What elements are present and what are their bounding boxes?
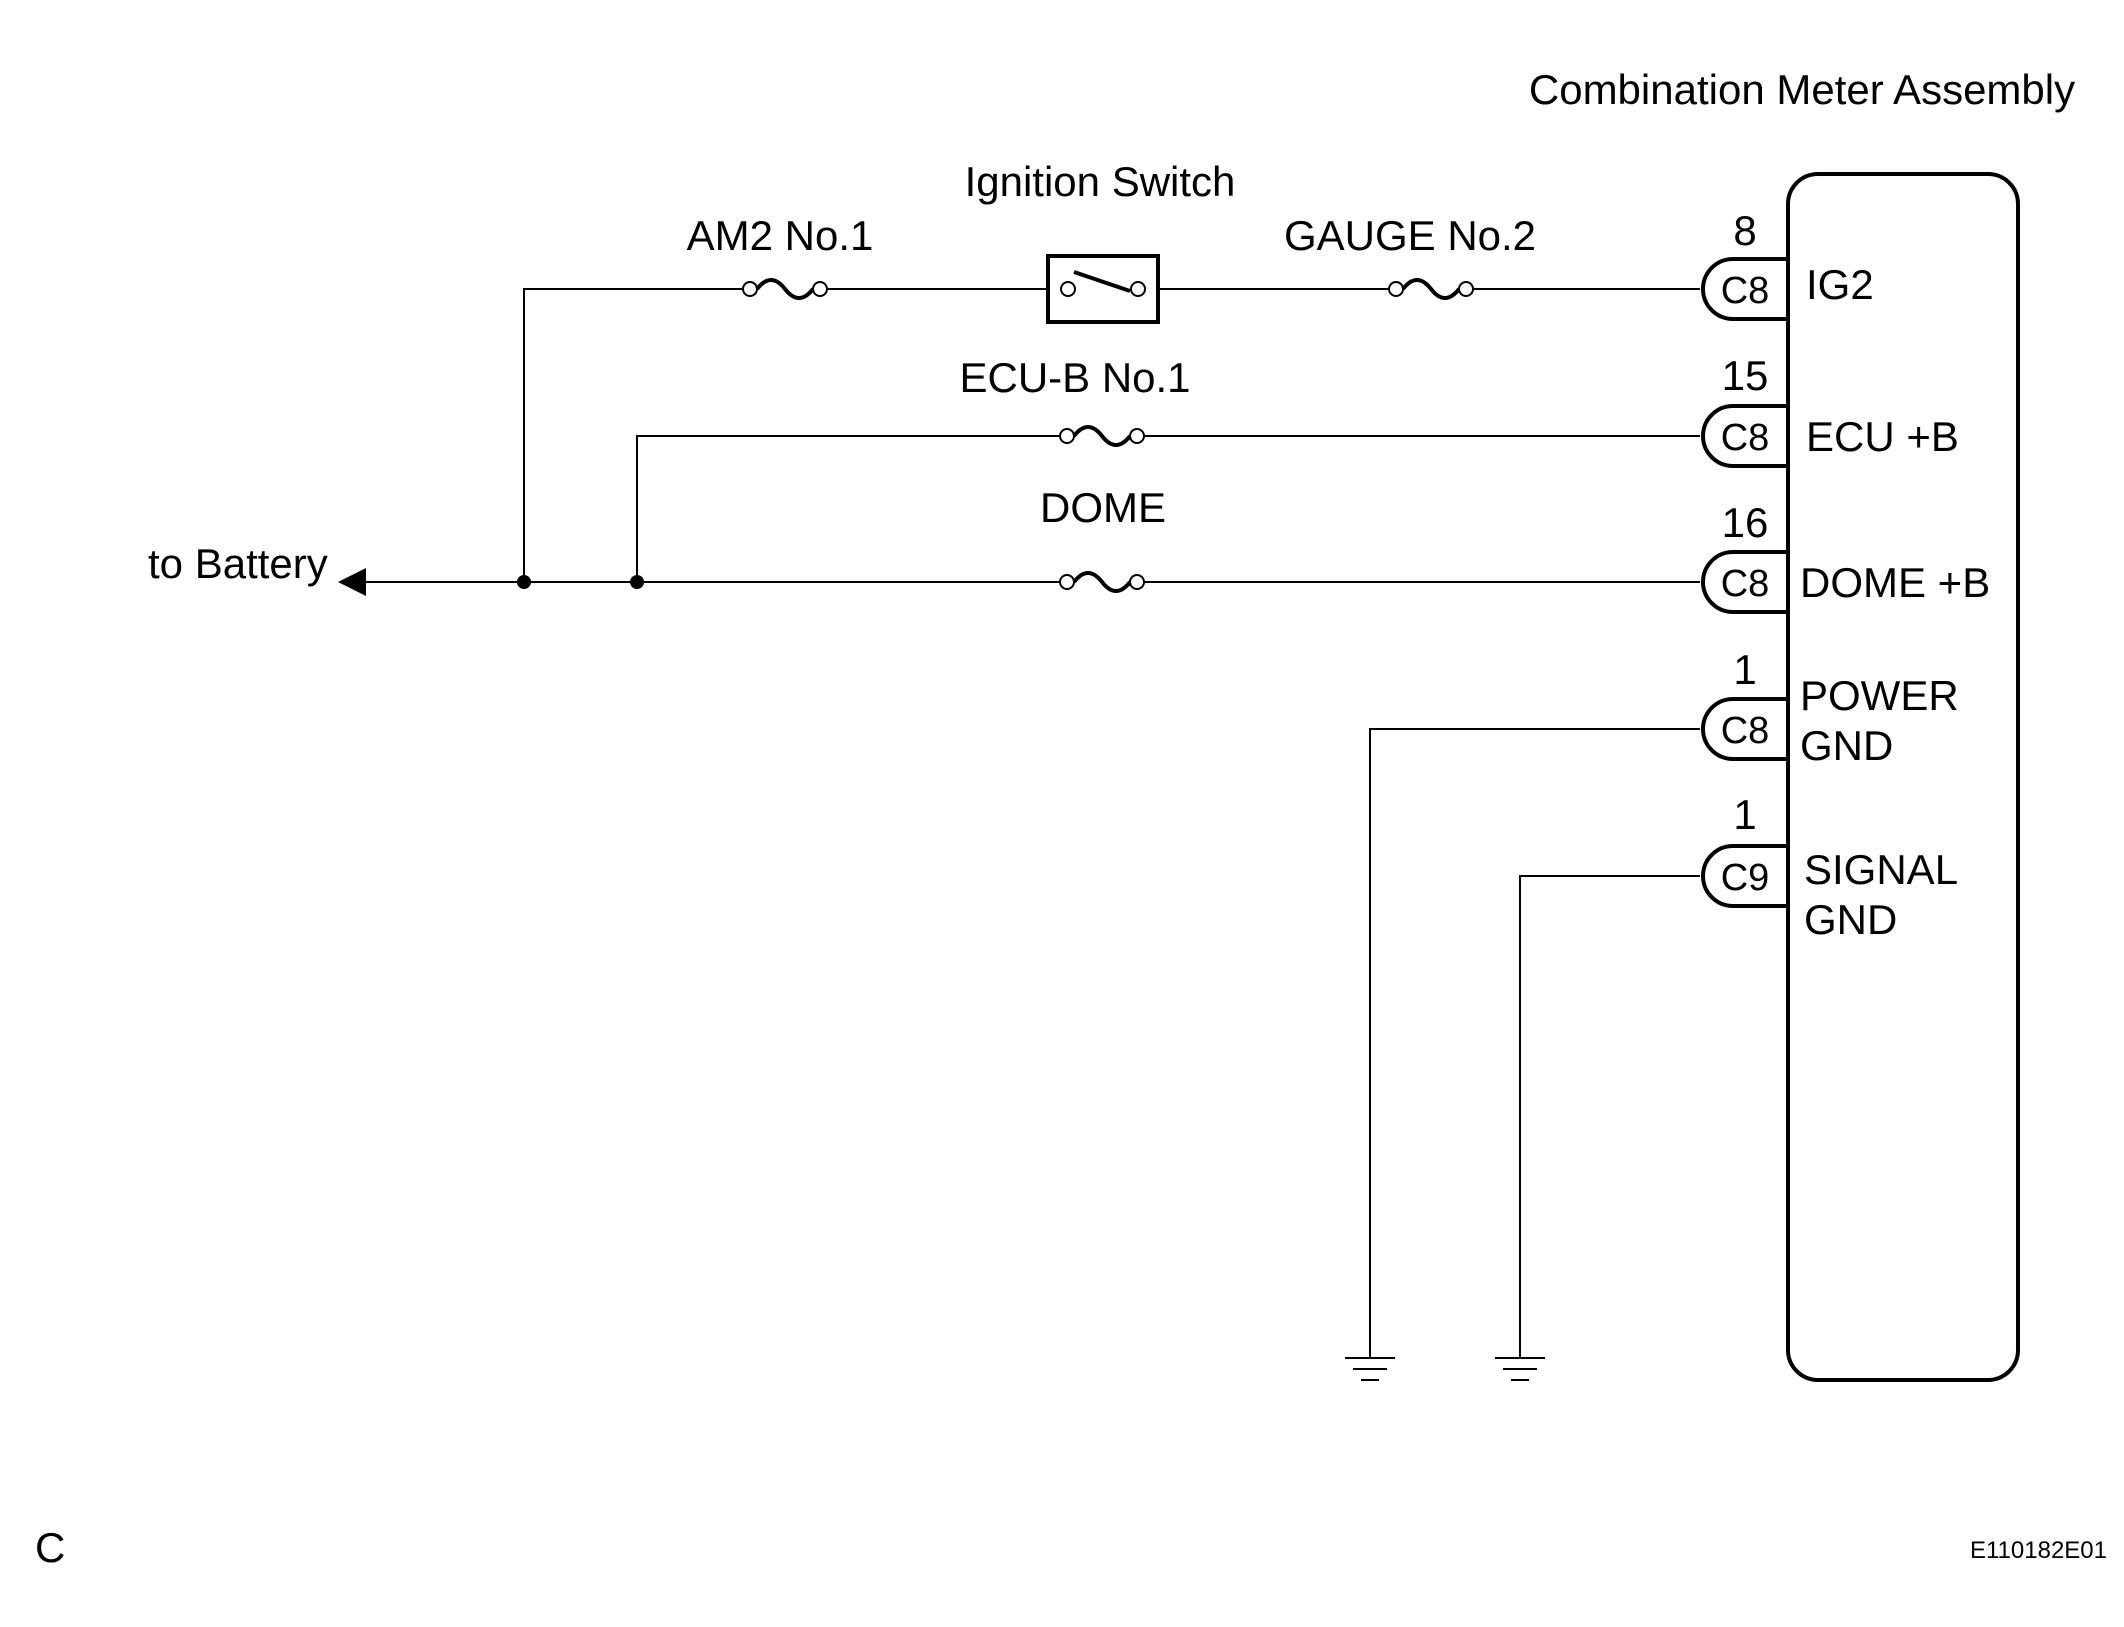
pin-number: 15 xyxy=(1722,352,1769,399)
terminal-label: ECU +B xyxy=(1806,413,1959,460)
terminal-label: GND xyxy=(1804,896,1897,943)
pin-number: 16 xyxy=(1722,499,1769,546)
ignition-switch-icon xyxy=(980,254,1160,324)
terminal-label: POWER xyxy=(1800,672,1959,719)
assembly-title: Combination Meter Assembly xyxy=(1529,66,2075,113)
connector-id: C8 xyxy=(1721,710,1770,752)
terminal-signal-gnd: 1 C9 SIGNAL GND xyxy=(1701,791,1958,943)
fuse-am2-label: AM2 No.1 xyxy=(687,212,874,259)
ground-icon xyxy=(1495,1357,1545,1381)
corner-letter: C xyxy=(35,1524,65,1571)
fuse-dome-label: DOME xyxy=(1040,484,1166,531)
terminal-ecu-b: 15 C8 ECU +B xyxy=(1701,352,1959,468)
ground-icon xyxy=(1345,1357,1395,1381)
to-battery-label: to Battery xyxy=(148,540,328,587)
battery-arrow-icon xyxy=(338,568,366,596)
pin-number: 1 xyxy=(1733,791,1756,838)
wire-power-gnd xyxy=(1369,728,1700,1358)
fuse-ecub-label: ECU-B No.1 xyxy=(959,354,1190,401)
connector-id: C9 xyxy=(1721,857,1770,899)
fuse-ecub-icon xyxy=(1059,425,1145,447)
terminal-label: IG2 xyxy=(1806,261,1874,308)
terminal-label: DOME +B xyxy=(1800,559,1990,606)
terminal-ig2: 8 C8 IG2 xyxy=(1701,207,1874,321)
pin-number: 8 xyxy=(1733,207,1756,254)
connector-id: C8 xyxy=(1721,563,1770,605)
ignition-switch-label: Ignition Switch xyxy=(965,158,1236,205)
terminal-label: SIGNAL xyxy=(1804,846,1958,893)
terminal-power-gnd: 1 C8 POWER GND xyxy=(1701,646,1959,769)
terminal-label: GND xyxy=(1800,722,1893,769)
fuse-gauge-icon xyxy=(1388,278,1474,300)
wire-signal-gnd xyxy=(1519,875,1700,1358)
fuse-dome-icon xyxy=(1059,571,1145,593)
terminal-dome-b: 16 C8 DOME +B xyxy=(1701,499,1990,614)
figure-code: E110182E01 xyxy=(1970,1537,2107,1564)
connector-id: C8 xyxy=(1721,270,1770,312)
connector-id: C8 xyxy=(1721,417,1770,459)
wire-ecub-left xyxy=(636,435,1060,582)
fuse-gauge-label: GAUGE No.2 xyxy=(1284,212,1536,259)
meter-assembly-box xyxy=(1786,172,2020,1382)
wire-ig2-left xyxy=(523,288,743,582)
pin-number: 1 xyxy=(1733,646,1756,693)
fuse-am2-icon xyxy=(742,278,828,300)
